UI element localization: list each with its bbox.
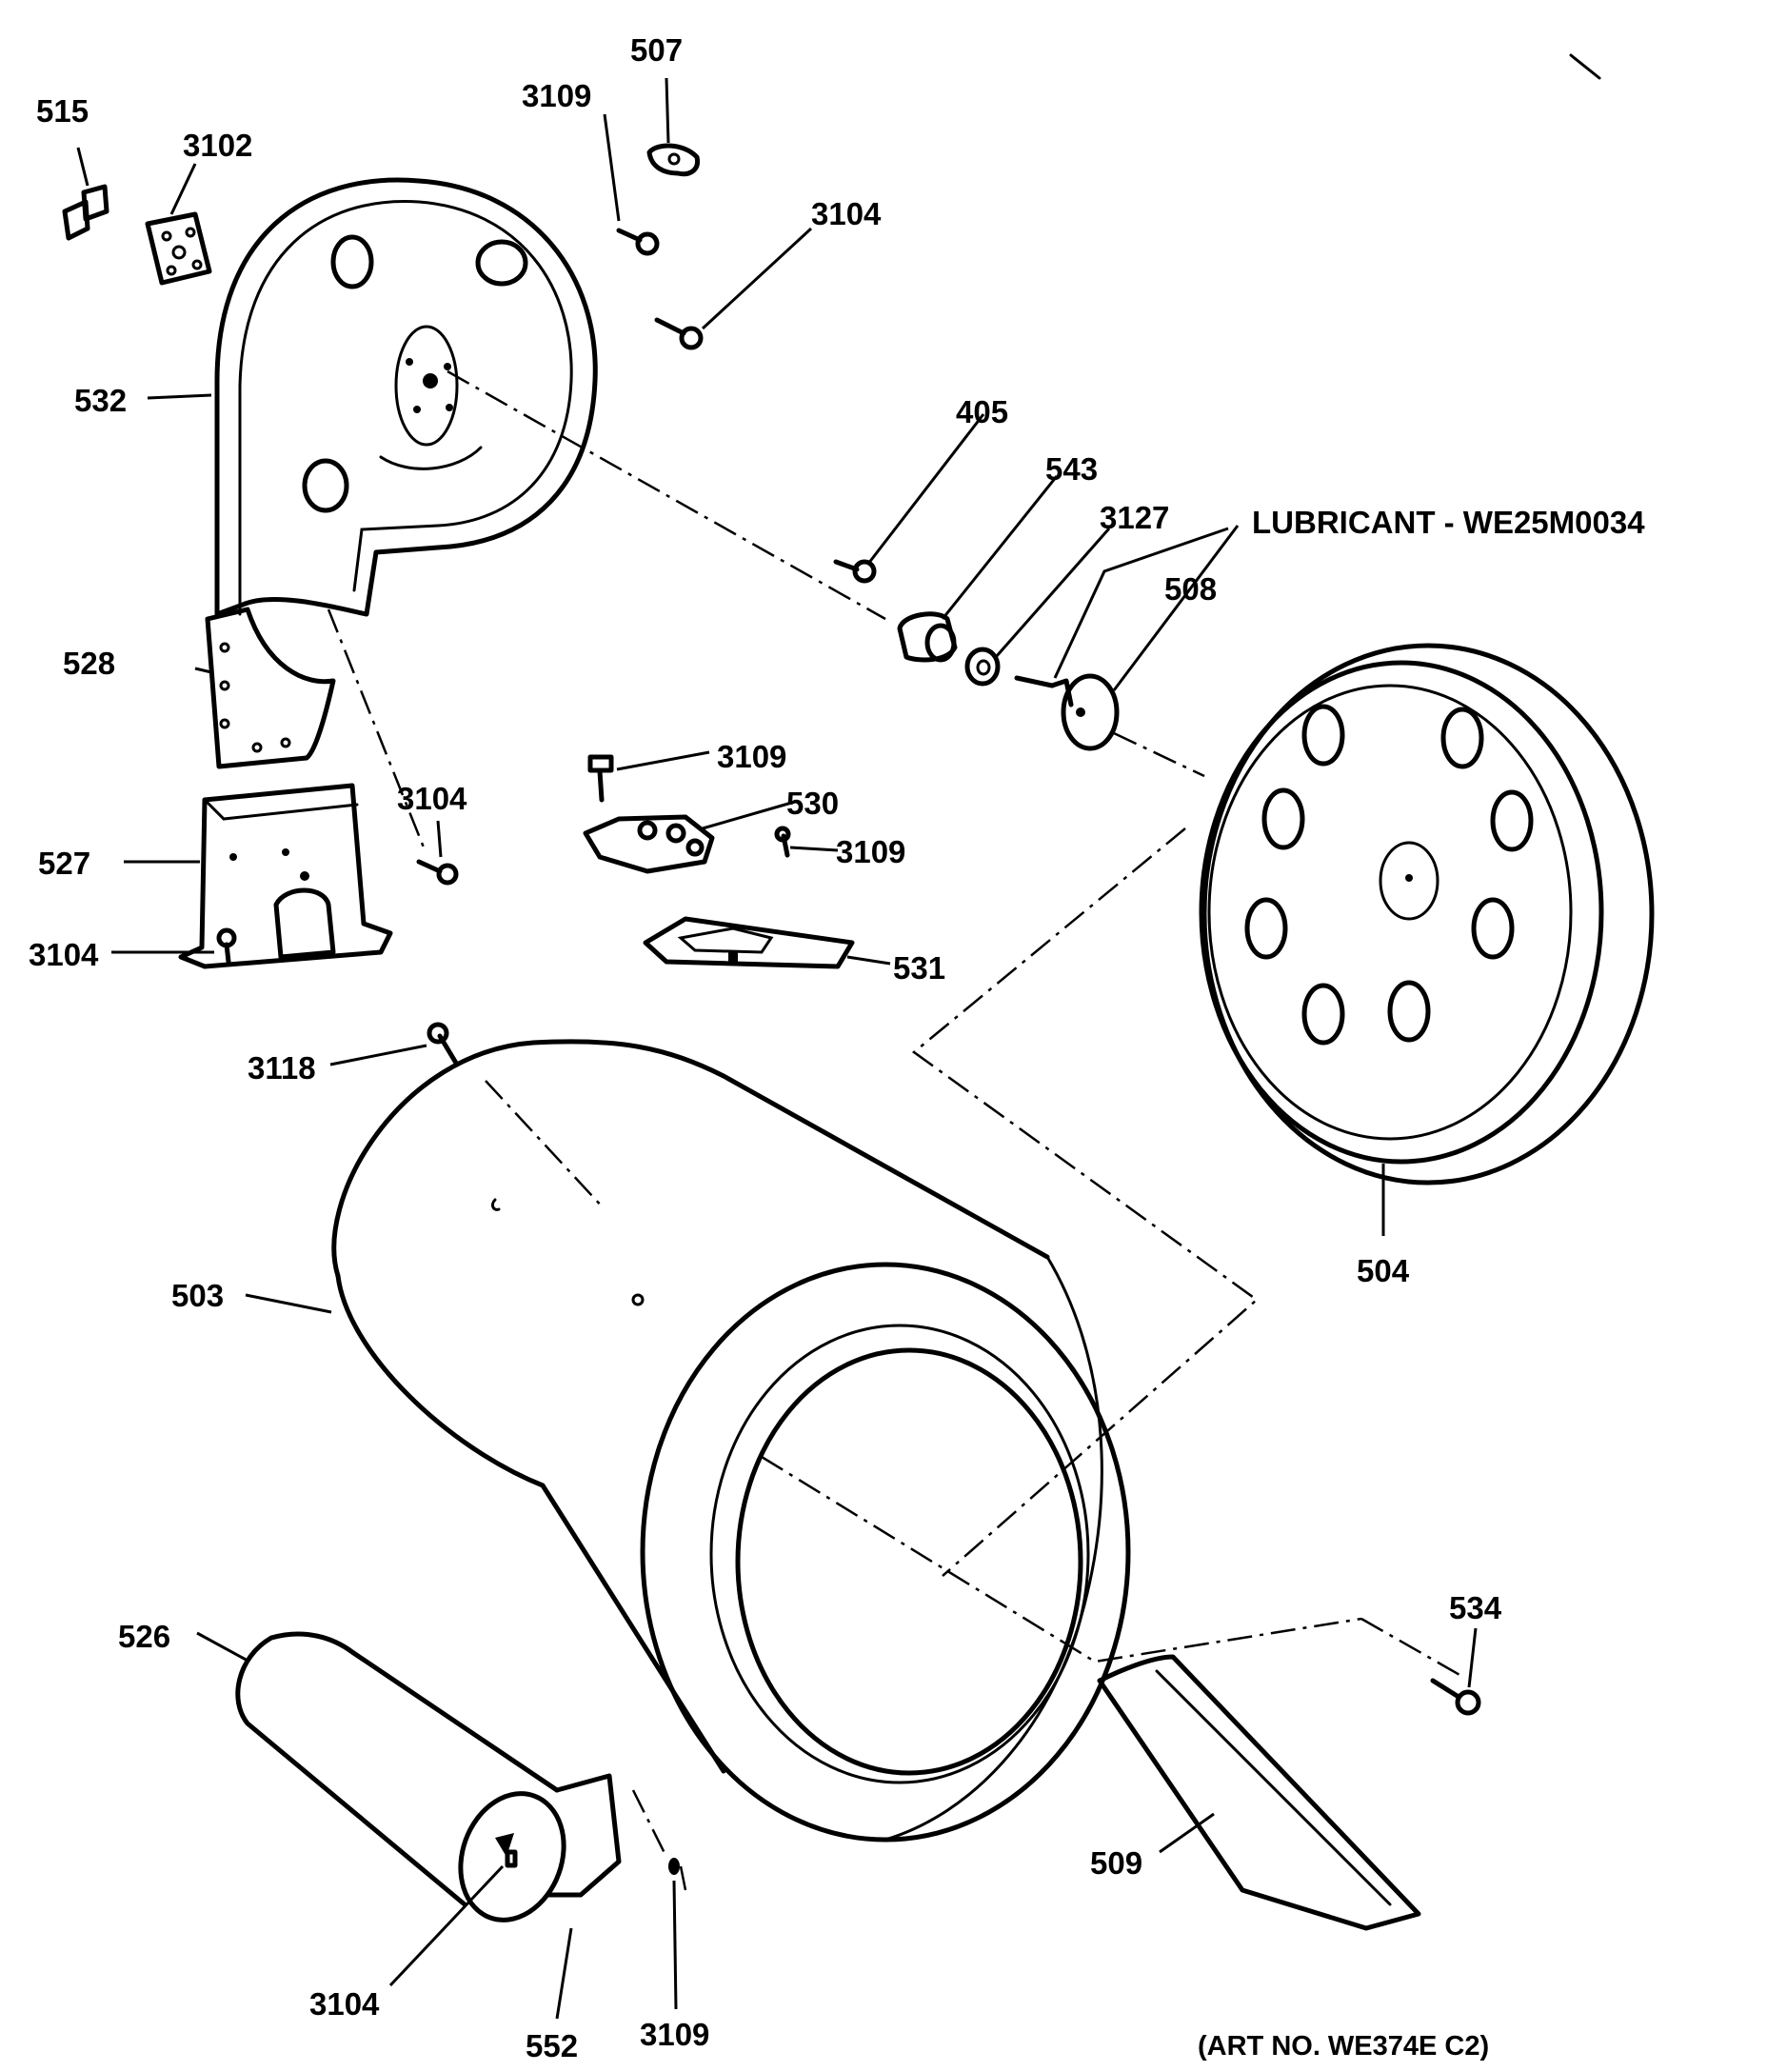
part-532-bulkhead: [214, 177, 598, 617]
label-3109-530: 3109: [717, 739, 786, 774]
part-527-bracket: [178, 783, 393, 969]
scan-mark: [1569, 53, 1601, 80]
label-507: 507: [630, 32, 683, 68]
art-number: (ART NO. WE374E C2): [1198, 2031, 1489, 2062]
part-526-cylinder: [235, 1631, 622, 1923]
label-3104: 3104: [811, 196, 882, 231]
part-3104-screw-527-right: [416, 859, 459, 886]
label-3104-527-right: 3104: [397, 781, 467, 816]
part-508-shaft: [1014, 673, 1120, 751]
part-528-plate: [205, 607, 336, 769]
label-552: 552: [526, 2028, 578, 2063]
center-lines: [327, 369, 1462, 1891]
label-504: 504: [1357, 1253, 1410, 1288]
part-3109-screw-top: [616, 228, 660, 256]
part-543-bearing: [897, 611, 958, 663]
label-3118: 3118: [248, 1050, 316, 1086]
part-3102-plate: [145, 211, 212, 286]
label-503: 503: [171, 1278, 224, 1313]
part-503-drum: [331, 1039, 1131, 1843]
label-531: 531: [893, 950, 945, 986]
label-3127: 3127: [1100, 500, 1169, 535]
part-515-clip: [62, 184, 109, 241]
part-3118-screw: [427, 1022, 460, 1067]
label-528: 528: [63, 646, 115, 681]
leader-lines: [76, 77, 1478, 2020]
label-3109-small: 3109: [836, 834, 905, 869]
label-526: 526: [118, 1619, 170, 1654]
part-3127-washer: [964, 647, 1001, 687]
label-3109: 3109: [522, 78, 591, 113]
label-530: 530: [786, 786, 839, 821]
part-3104-screw-527-left: [216, 927, 237, 965]
part-3109-screw-530: [587, 754, 614, 803]
label-3104-526: 3104: [309, 1986, 380, 2022]
part-534-screw: [1430, 1678, 1481, 1716]
part-530-switch: [583, 814, 715, 874]
label-532: 532: [74, 383, 127, 418]
lubricant-note: LUBRICANT - WE25M0034: [1252, 505, 1645, 540]
part-3109-screw-bottom: [668, 1858, 680, 1875]
label-543: 543: [1045, 451, 1098, 487]
label-515: 515: [36, 93, 89, 129]
part-3104-screw-upper: [654, 317, 704, 350]
label-534: 534: [1449, 1590, 1502, 1625]
part-405-bolt: [833, 559, 877, 584]
label-3102: 3102: [183, 128, 252, 163]
part-labels: 515 3102 3109 507 3104 532 405 543 3127 …: [29, 32, 1502, 2063]
label-527: 527: [38, 846, 90, 881]
part-507-bracket: [646, 143, 701, 177]
label-3104-527-left: 3104: [29, 937, 99, 972]
label-509: 509: [1090, 1845, 1142, 1881]
part-504-drum-rear: [1199, 643, 1655, 1185]
label-508: 508: [1164, 571, 1217, 607]
part-531-mount: [643, 916, 855, 969]
label-3109-bottom: 3109: [640, 2017, 709, 2052]
part-3109-screw-small: [774, 826, 791, 858]
label-405: 405: [956, 394, 1008, 429]
part-509-baffle: [1097, 1654, 1421, 1931]
